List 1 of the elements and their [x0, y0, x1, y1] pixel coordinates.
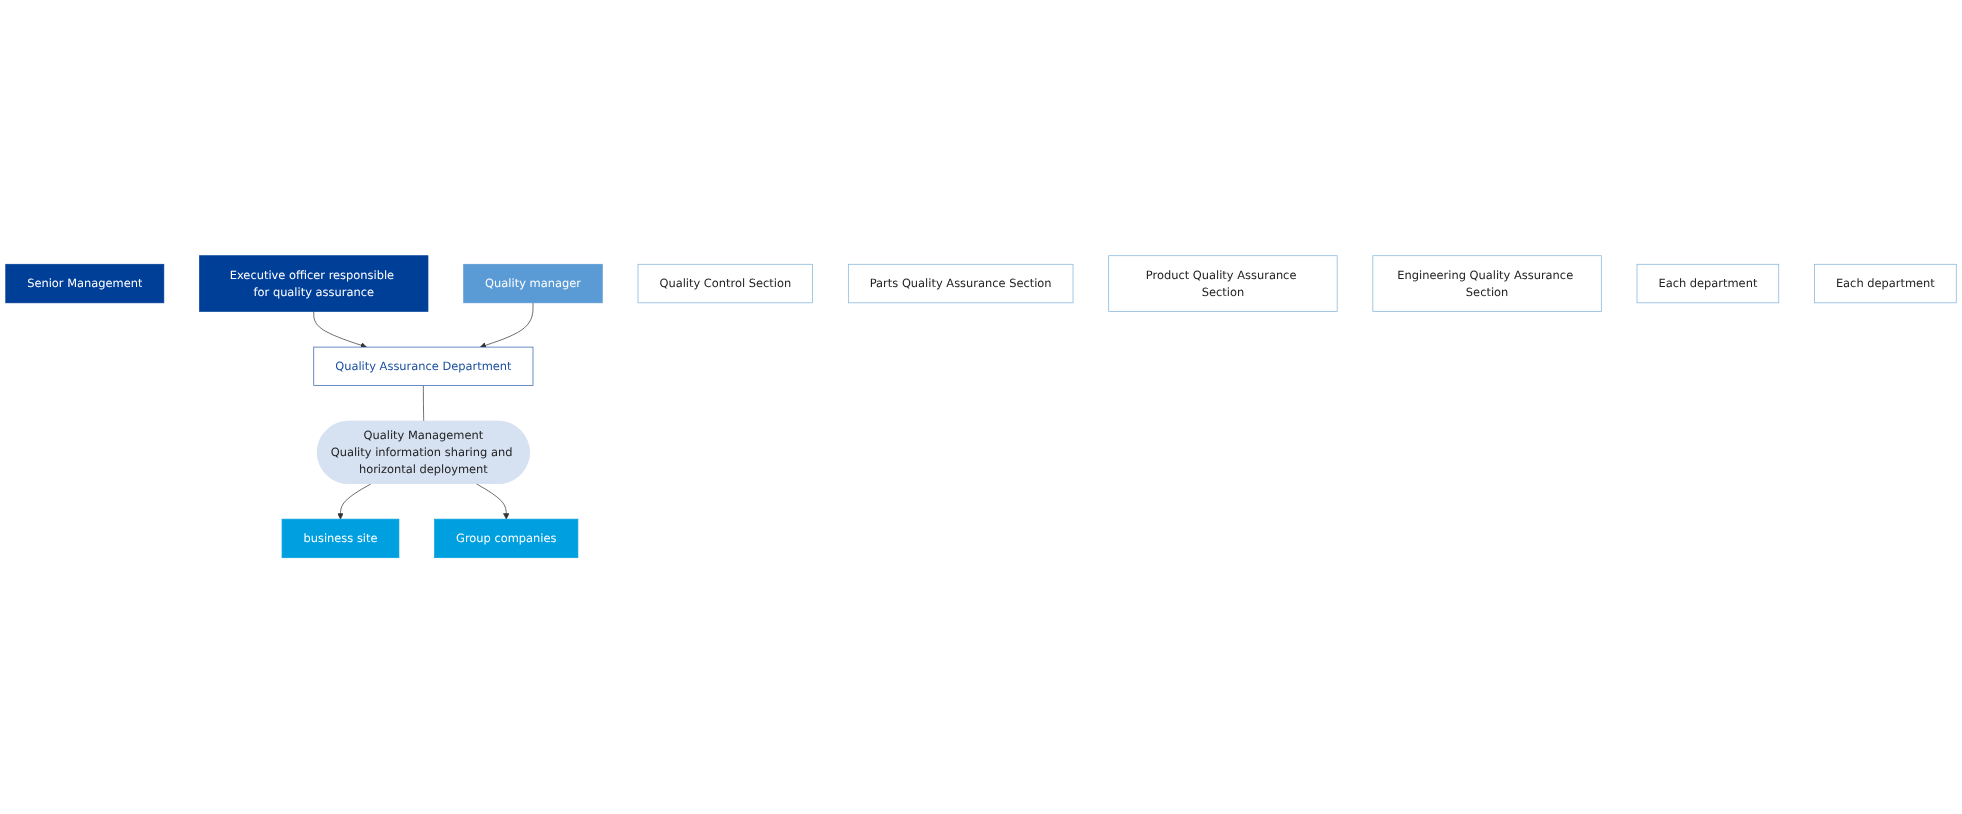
connector [423, 385, 425, 423]
